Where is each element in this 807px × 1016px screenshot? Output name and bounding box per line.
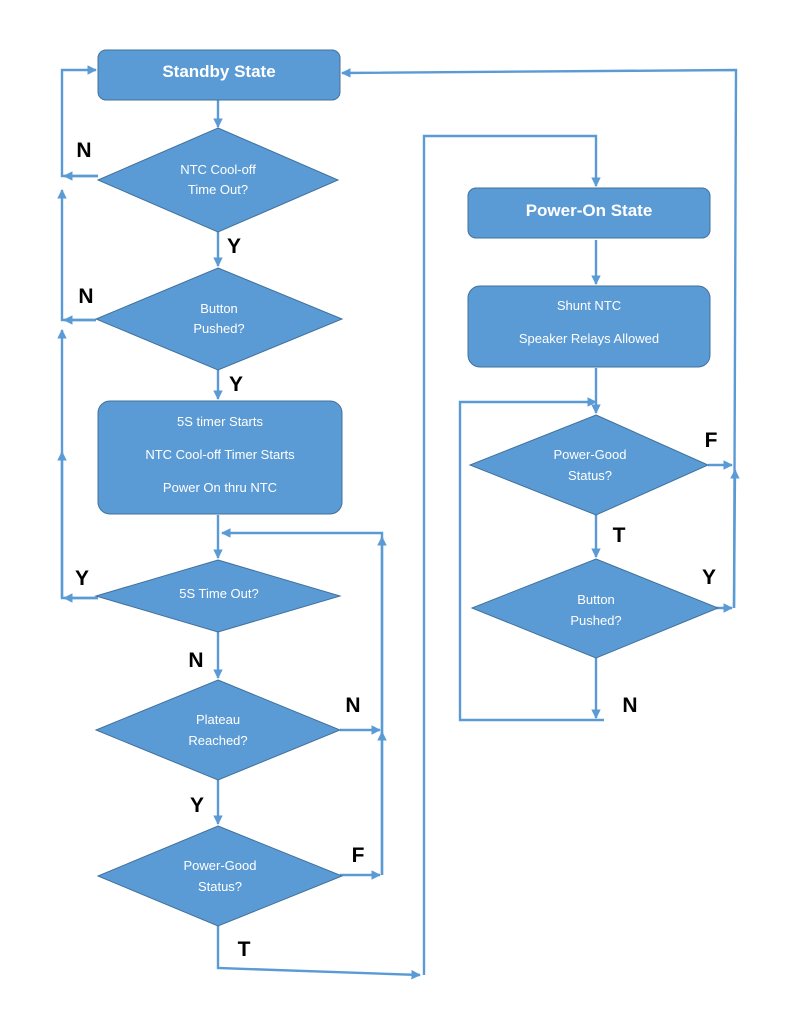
ntc-timeout-label-line2: Time Out? [188, 182, 248, 197]
five-s-timeout-decision: 5S Time Out? [94, 559, 342, 633]
connector-button-right-no-loop [458, 397, 604, 722]
timers-start-line3: Power On thru NTC [163, 480, 277, 495]
power-on-state-label: Power-On State [526, 201, 653, 220]
edge-label-ntc-no: N [76, 139, 91, 162]
edge-label-powergood-left-true: T [238, 938, 251, 961]
button-pushed-decision-left: Button Pushed? [94, 267, 344, 371]
button-pushed-decision-right: Button Pushed? [470, 558, 720, 659]
button-pushed-right-label-line2: Pushed? [570, 613, 621, 628]
edge-label-button-left-no: N [78, 285, 93, 308]
edge-label-powergood-right-true: T [613, 524, 626, 547]
power-good-left-label-line1: Power-Good [184, 858, 257, 873]
timers-start-line1: 5S timer Starts [177, 414, 263, 429]
edge-label-button-right-yes: Y [702, 566, 716, 589]
shunt-ntc-line1: Shunt NTC [557, 298, 621, 313]
plateau-label-line2: Reached? [188, 733, 247, 748]
standby-state-label: Standby State [162, 62, 275, 81]
edge-label-button-left-yes: Y [229, 373, 243, 396]
connector-return-to-standby [341, 68, 738, 609]
ntc-timeout-label-line1: NTC Cool-off [180, 162, 256, 177]
connector-to-poweron [422, 134, 601, 975]
shunt-ntc-box: Shunt NTC Speaker Relays Allowed [467, 285, 711, 368]
button-pushed-left-label-line1: Button [200, 301, 238, 316]
connectors [57, 65, 740, 980]
edge-label-plateau-no: N [345, 694, 360, 717]
connector-return-mid [730, 469, 740, 609]
timers-start-line2: NTC Cool-off Timer Starts [145, 447, 295, 462]
plateau-decision: Plateau Reached? [94, 679, 342, 781]
power-good-left-label-line2: Status? [198, 879, 242, 894]
edge-label-timeout-no: N [188, 649, 203, 672]
connector-timeout-yes-loop [57, 329, 98, 600]
plateau-label-line1: Plateau [196, 712, 240, 727]
button-pushed-right-label-line1: Button [577, 592, 615, 607]
edge-label-button-right-no: N [622, 694, 637, 717]
timers-start-box: 5S timer Starts NTC Cool-off Timer Start… [97, 400, 343, 515]
button-pushed-left-label-line2: Pushed? [193, 321, 244, 336]
power-good-decision-left: Power-Good Status? [96, 825, 344, 927]
shunt-ntc-line2: Speaker Relays Allowed [519, 331, 659, 346]
edge-label-plateau-yes: Y [190, 794, 204, 817]
power-good-right-label-line1: Power-Good [554, 447, 627, 462]
edge-label-timeout-yes: Y [75, 567, 89, 590]
edge-label-ntc-yes: Y [227, 235, 241, 258]
standby-state-box: Standby State [97, 49, 341, 101]
power-good-right-label-line2: Status? [568, 468, 612, 483]
edge-label-powergood-left-false: F [352, 844, 365, 867]
ntc-timeout-decision: NTC Cool-off Time Out? [96, 127, 340, 233]
edge-labels: N Y N Y Y N N Y F T F T Y N [75, 139, 718, 961]
edge-label-powergood-right-false: F [705, 429, 718, 452]
five-s-timeout-label: 5S Time Out? [179, 586, 258, 601]
power-good-decision-right: Power-Good Status? [468, 414, 710, 516]
connector-powergood-true [216, 926, 421, 980]
power-on-state-box: Power-On State [467, 187, 711, 239]
